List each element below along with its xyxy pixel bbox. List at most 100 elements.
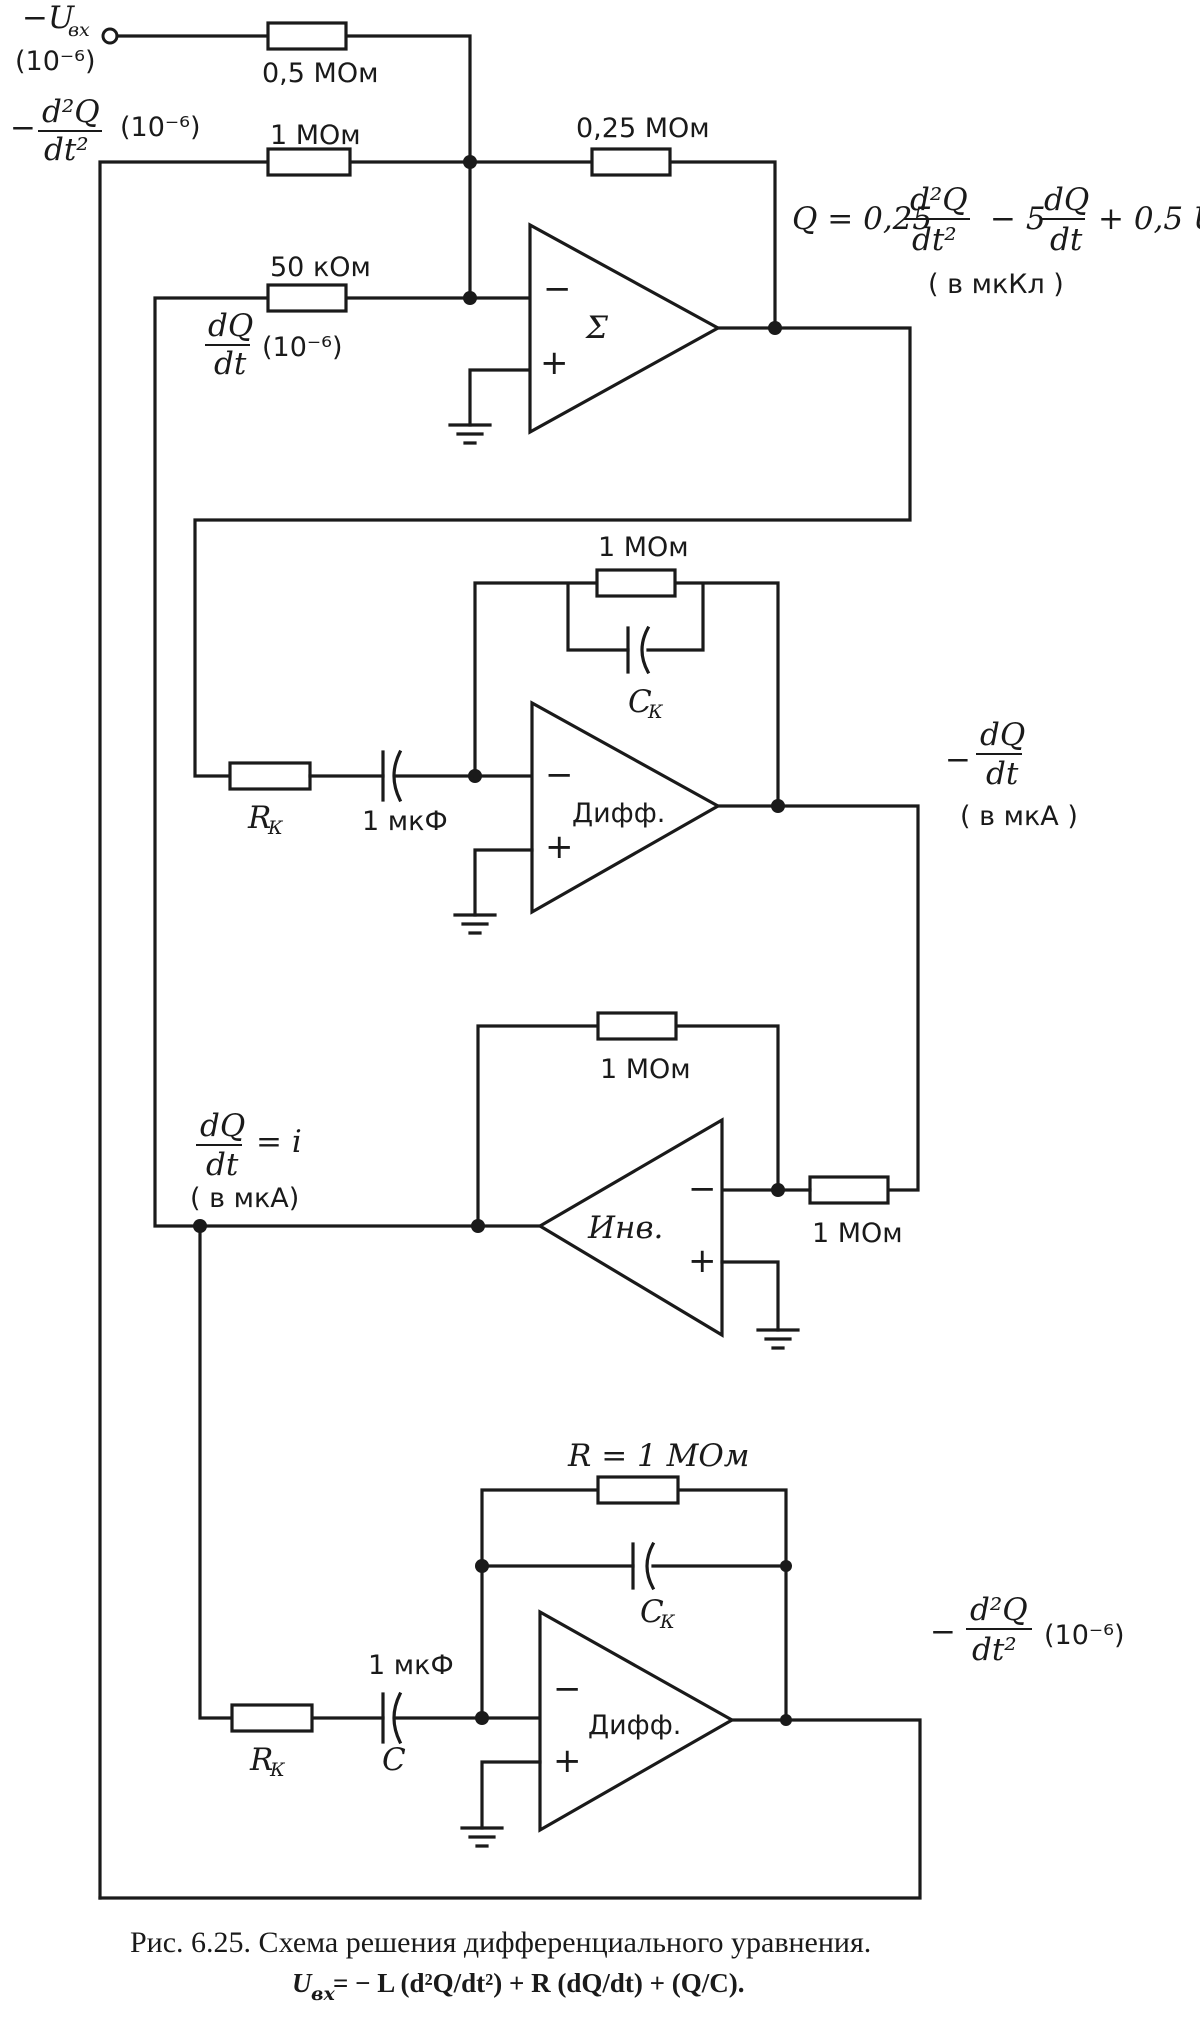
rk-1-sub: К [267, 817, 284, 839]
caption-line-2-sub: вх [311, 1983, 335, 2005]
junction-node [780, 1560, 792, 1572]
input-voltage-label: −U [22, 0, 75, 36]
junction-node [771, 1183, 785, 1197]
q-units: ( в мкКл ) [928, 269, 1064, 300]
diff-2-label: Дифф. [588, 1710, 681, 1741]
neg-d2q-scale: (10⁻⁶) [1044, 1620, 1125, 1651]
ck-2-label: C [640, 1594, 664, 1630]
inverter-stage: − + Инв. 1 МОм 1 МОм dQ dt = i ( в мкА) [190, 1011, 903, 1350]
resistor-1m-inv-fb-label: 1 МОм [600, 1054, 691, 1085]
junction-node [475, 1711, 489, 1725]
neg-d2q-den: dt² [972, 1632, 1017, 1668]
neg-d2q-output-label: − d²Q dt² (10⁻⁶) [930, 1592, 1125, 1668]
ground-symbol [448, 423, 492, 445]
differentiator-1-stage: − + Дифф. 1 МОм C К R К 1 мкФ − dQ dt ( … [228, 532, 1078, 1192]
resistor-1m-diff1-label: 1 МОм [598, 532, 689, 563]
d2q-in-num: d²Q [42, 94, 100, 130]
neg-dq-sign: − [945, 742, 971, 778]
junction-node [471, 1219, 485, 1233]
r-feedback-label: R = 1 МОм [567, 1438, 749, 1474]
capacitor-1uf-1 [381, 749, 403, 803]
minus-label: − [545, 755, 574, 795]
resistor-1m-inv-in [808, 1175, 890, 1205]
resistor-rk-1 [228, 761, 312, 791]
current-i-label: dQ dt = i ( в мкА) [190, 1108, 302, 1214]
dq-input-label: dQ dt (10⁻⁶) [205, 308, 343, 382]
resistor-1m-inv-fb [596, 1011, 678, 1041]
q-output-equation: Q = 0,25 d²Q dt² − 5 dQ dt + 0,5 U ( в м… [792, 182, 1200, 300]
resistor-50k-label: 50 кОм [270, 252, 371, 283]
q-t1-num: d²Q [910, 182, 968, 218]
plus-label: + [688, 1241, 717, 1281]
dq-in-den: dt [214, 346, 247, 382]
capacitor-ck-2 [631, 1541, 656, 1591]
i-den: dt [206, 1147, 239, 1183]
summing-amplifier [528, 222, 722, 435]
d2q-in-den: dt² [44, 132, 89, 168]
input-voltage-sub: вх [68, 19, 90, 41]
d2q-input-label: − d²Q dt² (10⁻⁶) [10, 94, 201, 168]
resistor-rk-2 [230, 1703, 314, 1733]
input-terminal [101, 27, 119, 45]
resistor-0-25m-label: 0,25 МОм [576, 113, 710, 144]
junction-node [475, 1559, 489, 1573]
neg-dq-units: ( в мкА ) [960, 801, 1078, 832]
differentiator-amplifier-2 [538, 1609, 736, 1833]
caption-line-1: Рис. 6.25. Схема решения дифференциально… [130, 1926, 871, 1959]
q-t1-den: dt² [912, 222, 957, 258]
inverter-amplifier [536, 1117, 724, 1338]
neg-d2q-num: d²Q [970, 1592, 1028, 1628]
q-minus5: − 5 [990, 201, 1046, 237]
resistor-1m-top-label: 1 МОм [270, 120, 361, 151]
i-eq: = i [256, 1124, 302, 1160]
ground-symbol [453, 913, 497, 935]
q-t2-num: dQ [1044, 182, 1089, 218]
junction-node [768, 321, 782, 335]
resistor-0-5m [266, 21, 348, 51]
resistor-r-1m [596, 1475, 680, 1505]
rk-2-sub: К [269, 1759, 286, 1781]
diff-1-label: Дифф. [572, 798, 665, 829]
ground-symbol [460, 1826, 504, 1848]
sum-symbol: Σ [585, 310, 609, 346]
ck-1-label: C [628, 684, 652, 720]
resistor-1m-diff1 [595, 568, 677, 598]
resistor-0-25m [590, 147, 672, 177]
neg-d2q-sign: − [930, 1614, 956, 1650]
input-scale-label: (10⁻⁶) [15, 46, 96, 77]
resistor-1m-inv-in-label: 1 МОм [812, 1218, 903, 1249]
minus-label: − [553, 1669, 582, 1709]
caption-line-2-rest: = − L (d²Q/dt²) + R (dQ/dt) + (Q/C). [333, 1968, 745, 1998]
dq-in-num: dQ [208, 308, 253, 344]
q-t2-den: dt [1050, 222, 1083, 258]
capacitor-ck-1 [626, 625, 651, 675]
c-1uf-1-label: 1 мкФ [362, 806, 448, 837]
junction-node [771, 799, 785, 813]
ck-1-sub: К [647, 701, 664, 723]
capacitor-1uf-2 [381, 1691, 403, 1745]
ck-2-sub: К [659, 1611, 676, 1633]
junction-node [463, 291, 477, 305]
i-num: dQ [200, 1108, 245, 1144]
neg-dq-num: dQ [980, 717, 1025, 753]
plus-label: + [540, 343, 569, 383]
c-1uf-2-label: 1 мкФ [368, 1650, 454, 1681]
dq-in-scale: (10⁻⁶) [262, 332, 343, 363]
i-units: ( в мкА) [190, 1183, 299, 1214]
differentiator-amplifier-1 [530, 700, 722, 915]
plus-label: + [553, 1741, 582, 1781]
junction-node [463, 155, 477, 169]
d2q-in-scale: (10⁻⁶) [120, 112, 201, 143]
resistor-1m-top [266, 147, 352, 177]
figure-caption: Рис. 6.25. Схема решения дифференциально… [130, 1926, 871, 2005]
neg-dq-den: dt [986, 756, 1019, 792]
c-label: C [382, 1742, 406, 1778]
rk-1-label: R [247, 800, 271, 836]
plus-label: + [545, 827, 574, 867]
summing-stage: − + Σ −U вх (10⁻⁶) 0,5 МОм 1 МОм 0,25 МО… [10, 0, 1200, 1900]
d2q-in-sign: − [10, 110, 36, 146]
inv-label: Инв. [587, 1210, 663, 1246]
neg-dq-output-label: − dQ dt ( в мкА ) [945, 717, 1078, 832]
rk-2-label: R [249, 1742, 273, 1778]
